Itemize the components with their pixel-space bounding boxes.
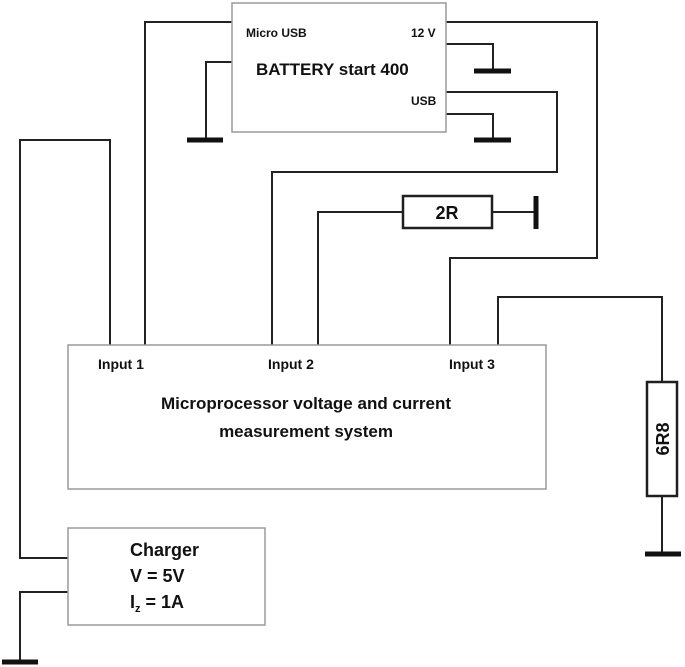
charger-voltage: V = 5V	[130, 566, 185, 586]
resistor-2r-label: 2R	[435, 203, 458, 223]
microprocessor-box	[67, 344, 547, 490]
battery-12v-label: 12 V	[411, 26, 436, 40]
wire-input3-to-6r8	[497, 296, 663, 382]
wire-12v-to-input3	[446, 21, 598, 345]
resistor-6r8-label: 6R8	[653, 422, 673, 455]
charger-title: Charger	[130, 540, 199, 560]
battery-box	[231, 2, 447, 133]
wire-charger-to-input1	[19, 139, 111, 559]
wire-battery-left-ground	[205, 61, 232, 140]
battery-micro-usb-label: Micro USB	[246, 26, 307, 40]
input2-label: Input 2	[268, 356, 314, 372]
wire-12v-ground	[446, 43, 494, 70]
input1-label: Input 1	[98, 356, 144, 372]
charger-current: Iz = 1A	[130, 592, 184, 615]
wire-usb-ground	[446, 113, 494, 140]
microprocessor-title-line2: measurement system	[219, 422, 393, 441]
resistor-2r	[401, 194, 494, 230]
wire-microusb-to-input1	[144, 21, 232, 345]
charger-current-value: = 1A	[141, 592, 185, 612]
battery-usb-label: USB	[411, 94, 437, 108]
charger-box	[67, 527, 266, 626]
wire-2r-to-input2	[317, 211, 403, 345]
microprocessor-title-line1: Microprocessor voltage and current	[161, 394, 451, 413]
input3-label: Input 3	[449, 356, 495, 372]
charger-current-prefix: I	[130, 592, 135, 612]
wire-charger-ground	[19, 591, 68, 662]
wire-usb-to-input2	[271, 91, 558, 345]
charger-current-sub: z	[135, 603, 141, 615]
resistor-6r8	[645, 380, 679, 498]
battery-title: BATTERY start 400	[256, 60, 409, 79]
